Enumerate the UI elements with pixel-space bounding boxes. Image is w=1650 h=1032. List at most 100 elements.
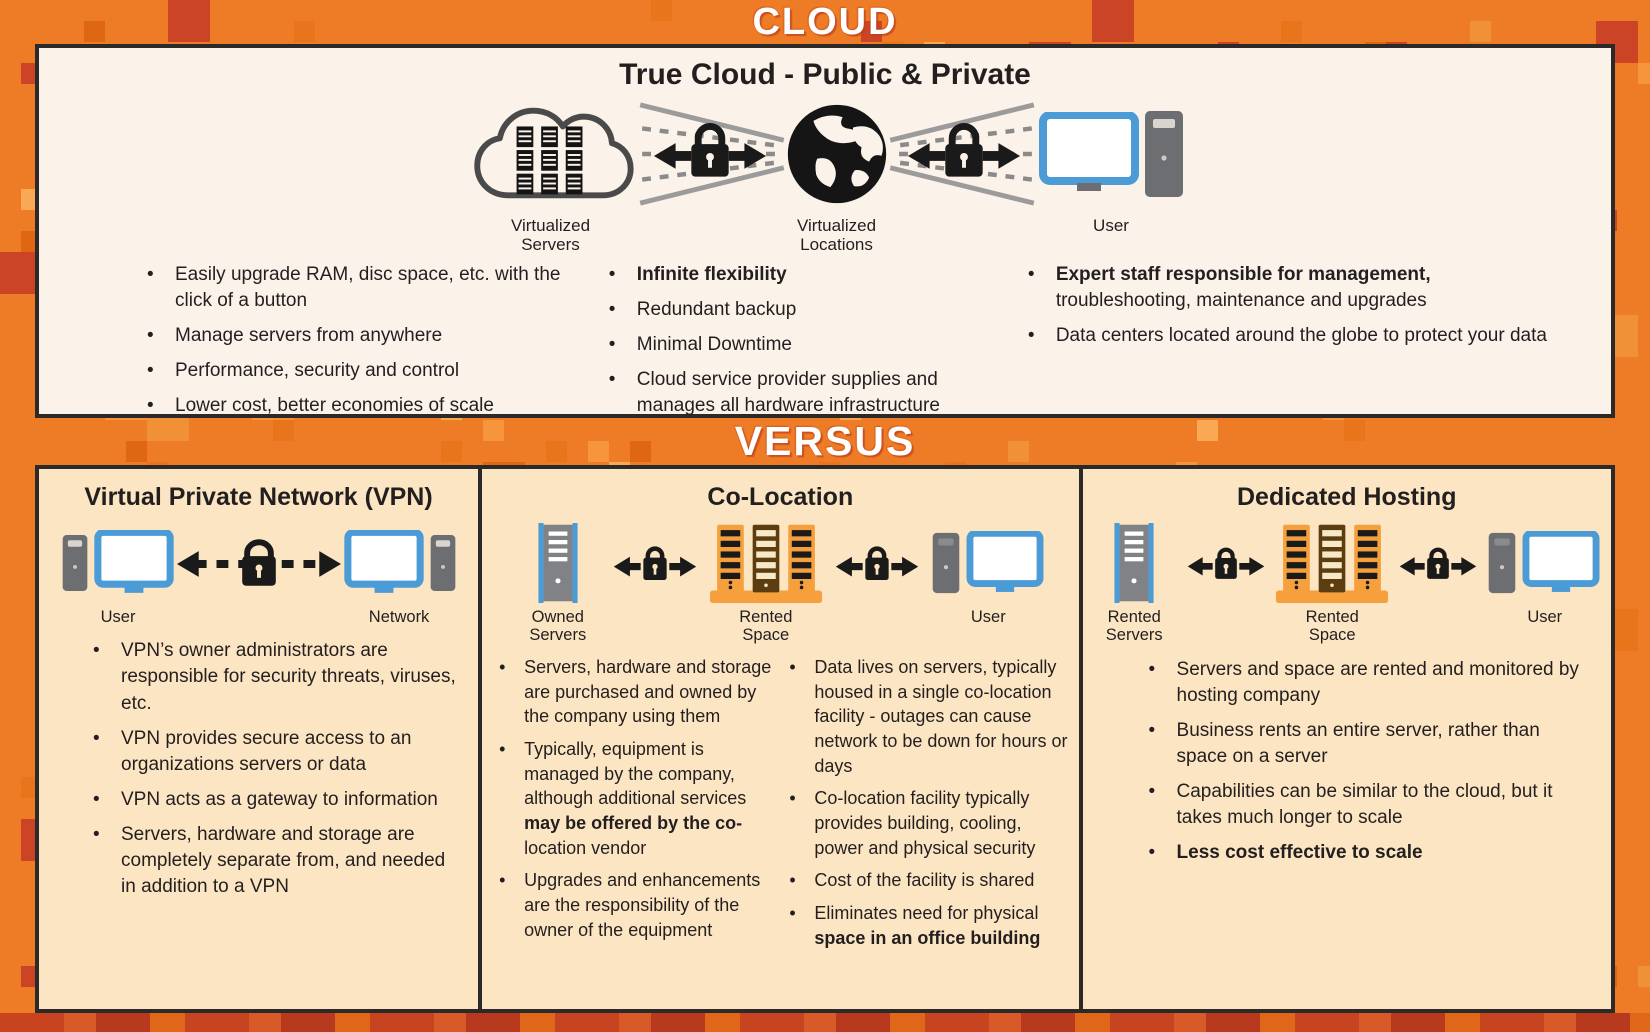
colocation-user-node: User <box>932 520 1045 626</box>
list-item: Cost of the facility is shared <box>784 868 1068 893</box>
item-text: Servers and space are rented and monitor… <box>1176 658 1579 706</box>
lock-link-fan-icon <box>889 102 1034 206</box>
monitor-icon <box>1038 112 1139 191</box>
item-text: Upgrades and enhancements are the respon… <box>524 870 761 940</box>
monitor-icon <box>966 531 1044 592</box>
versus-band: VERSUS <box>0 418 1650 465</box>
dedicated-diagram: Rented Servers <box>1083 520 1611 645</box>
item-text: Minimal Downtime <box>636 334 792 356</box>
cloud-benefits-column-3: Expert staff responsible for management,… <box>1020 262 1565 428</box>
item-text: Data lives on servers, typically housed … <box>814 656 1068 776</box>
item-text: Servers, hardware and storage are purcha… <box>524 656 772 727</box>
list-item: Minimal Downtime <box>601 332 986 358</box>
virtualized-locations-label: Virtualized Locations <box>796 216 877 255</box>
dedicated-link-right <box>1398 520 1478 606</box>
item-text: Typically, equipment is managed by the c… <box>524 738 747 809</box>
item-text: Co-location facility typically provides … <box>814 788 1036 858</box>
dedicated-link-left <box>1186 520 1266 606</box>
computer-tower-icon <box>430 535 455 591</box>
computer-tower-icon <box>932 532 960 594</box>
vpn-secure-link <box>175 520 343 606</box>
computer-tower-icon <box>1144 111 1183 197</box>
list-item: Cloud service provider supplies and mana… <box>601 367 986 419</box>
rented-space-node: Rented Space <box>709 520 822 645</box>
item-text: Easily upgrade RAM, disc space, etc. wit… <box>175 264 561 312</box>
colocation-point-columns: Servers, hardware and storage are purcha… <box>482 645 1078 958</box>
dedicated-user-label: User <box>1527 608 1563 626</box>
bottom-edge-strip <box>0 1013 1650 1032</box>
dedicated-hosting-title: Dedicated Hosting <box>1237 483 1457 511</box>
item-text: VPN acts as a gateway to information <box>121 788 438 810</box>
item-text-bold: Less cost effective to scale <box>1176 842 1423 864</box>
versus-title: VERSUS <box>734 418 916 464</box>
list-item: Servers, hardware and storage are purcha… <box>494 655 778 729</box>
item-text-bold: Expert staff responsible for management, <box>1055 264 1431 285</box>
colocation-panel: Co-Location Owned Servers <box>482 465 1083 1013</box>
item-text-tail: troubleshooting, maintenance and upgrade… <box>1055 290 1427 312</box>
list-item: Infinite flexibility <box>601 262 986 288</box>
virtualized-servers-node: Virtualized Servers <box>467 94 635 254</box>
cloud-user-node: User <box>1038 94 1184 235</box>
colocation-link-right <box>834 520 920 606</box>
colocation-title: Co-Location <box>707 483 854 511</box>
cloud-user-label: User <box>1093 216 1129 235</box>
server-racks-icon <box>709 524 822 603</box>
lock-link-icon <box>835 546 919 581</box>
item-text: Manage servers from anywhere <box>175 325 443 347</box>
dashed-lock-link-icon <box>176 539 341 586</box>
list-item: Business rents an entire server, rather … <box>1141 718 1593 770</box>
item-text: VPN’s owner administrators are responsib… <box>121 640 456 714</box>
owned-servers-node: Owned Servers <box>516 520 600 645</box>
colocation-link-left <box>612 520 698 606</box>
globe-icon <box>787 104 886 204</box>
dedicated-rented-space-label: Rented Space <box>1305 608 1359 645</box>
vpn-user-node: User <box>62 520 175 626</box>
item-text-bold: may be offered by the co- <box>524 812 743 833</box>
virtualized-locations-node: Virtualized Locations <box>785 94 889 254</box>
item-text: Redundant backup <box>636 299 797 321</box>
item-text: Capabilities can be similar to the cloud… <box>1176 781 1553 829</box>
rented-servers-label: Rented Servers <box>1105 608 1163 645</box>
computer-tower-icon <box>1488 532 1516 594</box>
list-item: Expert staff responsible for management,… <box>1020 262 1565 314</box>
cloud-benefits-column-1: Easily upgrade RAM, disc space, etc. wit… <box>139 262 567 428</box>
cloud-benefit-columns: Easily upgrade RAM, disc space, etc. wit… <box>39 252 1611 428</box>
vpn-user-label: User <box>100 608 136 626</box>
list-item: Servers, hardware and storage are comple… <box>85 822 462 900</box>
list-item: Data centers located around the globe to… <box>1020 323 1565 349</box>
true-cloud-title: True Cloud - Public & Private <box>619 58 1031 91</box>
colocation-points-column-2: Data lives on servers, typically housed … <box>784 655 1068 958</box>
lock-link-icon <box>1399 547 1477 579</box>
virtualized-servers-label: Virtualized Servers <box>510 216 591 255</box>
list-item: Upgrades and enhancements are the respon… <box>494 868 778 942</box>
item-text-bold: Infinite flexibility <box>636 264 787 285</box>
secure-link-right <box>889 94 1039 214</box>
list-item: VPN acts as a gateway to information <box>85 787 462 813</box>
dedicated-user-node: User <box>1488 520 1601 626</box>
vpn-network-node: Network <box>343 520 456 626</box>
item-text: VPN provides secure access to an organiz… <box>121 727 412 775</box>
vpn-network-label: Network <box>368 608 430 626</box>
list-item: Easily upgrade RAM, disc space, etc. wit… <box>139 262 567 314</box>
item-text-bold: space in an office building <box>814 927 1041 948</box>
cloud-benefits-column-2: Infinite flexibility Redundant backup Mi… <box>601 262 986 428</box>
item-text: Business rents an entire server, rather … <box>1176 719 1540 767</box>
list-item: VPN’s owner administrators are responsib… <box>85 638 462 716</box>
monitor-icon <box>1522 531 1600 592</box>
list-item: Co-location facility typically provides … <box>784 786 1068 860</box>
colocation-points-column-1: Servers, hardware and storage are purcha… <box>494 655 778 958</box>
item-text: Servers, hardware and storage are comple… <box>121 823 446 897</box>
item-text-tail: location vendor <box>524 837 647 858</box>
item-text: Cloud service provider supplies and mana… <box>636 369 940 417</box>
item-text: Performance, security and control <box>175 360 460 382</box>
list-item: VPN provides secure access to an organiz… <box>85 726 462 778</box>
rented-space-label: Rented Space <box>739 608 793 645</box>
list-item: Data lives on servers, typically housed … <box>784 655 1068 778</box>
item-text: Data centers located around the globe to… <box>1055 325 1547 347</box>
list-item: Lower cost, better economies of scale <box>139 393 567 419</box>
cloud-header-band: CLOUD <box>0 0 1650 44</box>
true-cloud-panel: True Cloud - Public & Private <box>35 44 1615 419</box>
list-item: Servers and space are rented and monitor… <box>1141 657 1593 709</box>
list-item: Eliminates need for physical space in an… <box>784 901 1068 950</box>
